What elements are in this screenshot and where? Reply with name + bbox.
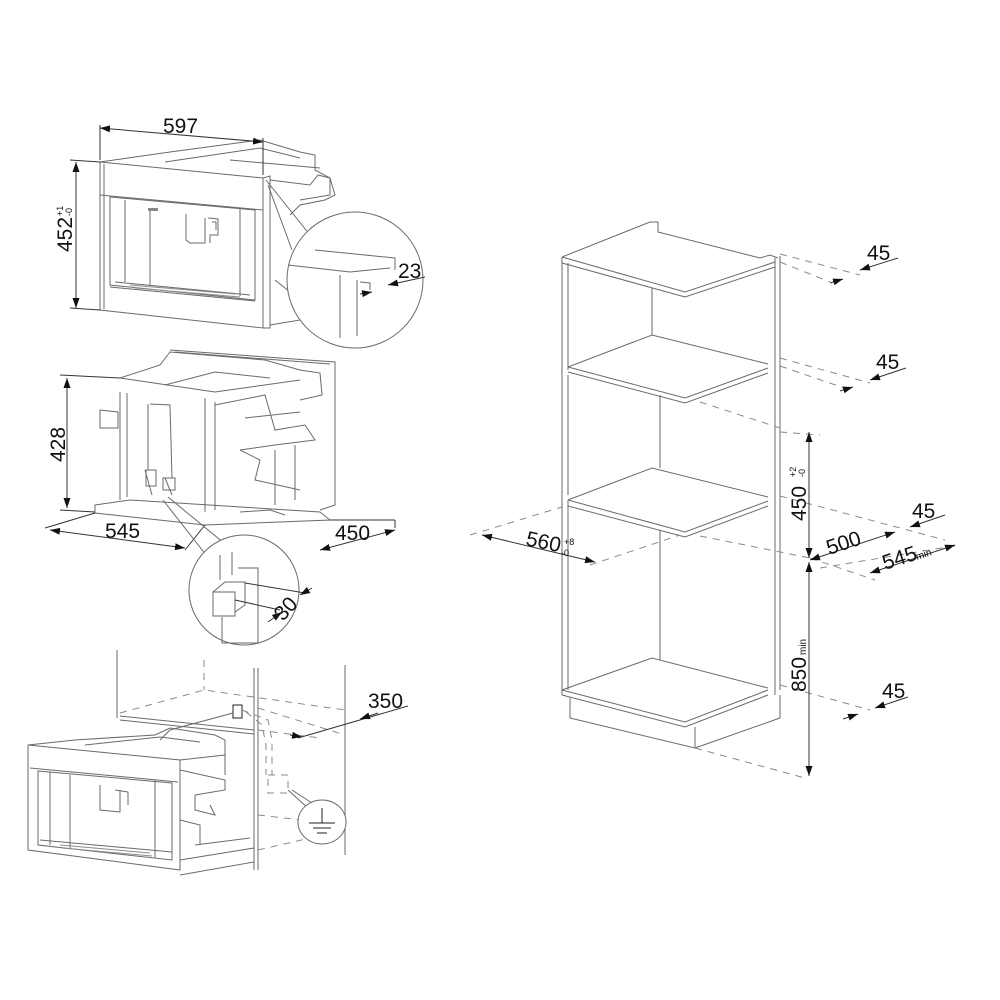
installation-view: 350 (27, 650, 409, 876)
label-floor-height-min: min (798, 639, 809, 655)
label-height-tol-minus: -0 (64, 208, 74, 216)
appliance-side-view: 428 545 450 30 (44, 349, 396, 646)
label-width-597: 597 (163, 115, 198, 138)
label-frame-23: 23 (398, 260, 421, 283)
label-shelf-front-45: 45 (912, 500, 935, 523)
appliance-front-view: 597 452 +1 -0 23 (54, 115, 426, 349)
label-socket-350: 350 (368, 690, 403, 713)
label-height-452: 452 (54, 217, 77, 252)
label-base-gap-45: 45 (882, 680, 905, 703)
label-cabinet-depth-545: 545 (879, 542, 919, 575)
label-niche-width-560: 560 (524, 527, 563, 557)
label-depth-450: 450 (335, 522, 370, 545)
ground-icon (309, 808, 335, 834)
label-floor-height-850: 850 (788, 657, 811, 692)
socket-icon (232, 704, 243, 719)
label-niche-width-tol-minus: -0 (561, 548, 569, 558)
label-cabinet-depth-min: min (915, 547, 934, 562)
label-niche-depth-500: 500 (823, 527, 863, 560)
label-niche-height-450: 450 (788, 486, 811, 521)
label-shelf-gap-45: 45 (876, 351, 899, 374)
label-niche-width-tol-plus: +8 (564, 537, 574, 547)
sensor-icon (148, 208, 158, 211)
label-niche-height-tol-plus: +2 (788, 467, 798, 477)
cabinet-view: 45 45 450 +2 -0 850 min 500 45 545 min 5… (469, 221, 961, 779)
label-height-tol-plus: +1 (55, 206, 65, 216)
label-top-gap-45: 45 (867, 242, 890, 265)
label-width-545: 545 (105, 520, 140, 543)
label-height-428: 428 (47, 427, 70, 462)
label-niche-height-tol-minus: -0 (797, 469, 807, 477)
